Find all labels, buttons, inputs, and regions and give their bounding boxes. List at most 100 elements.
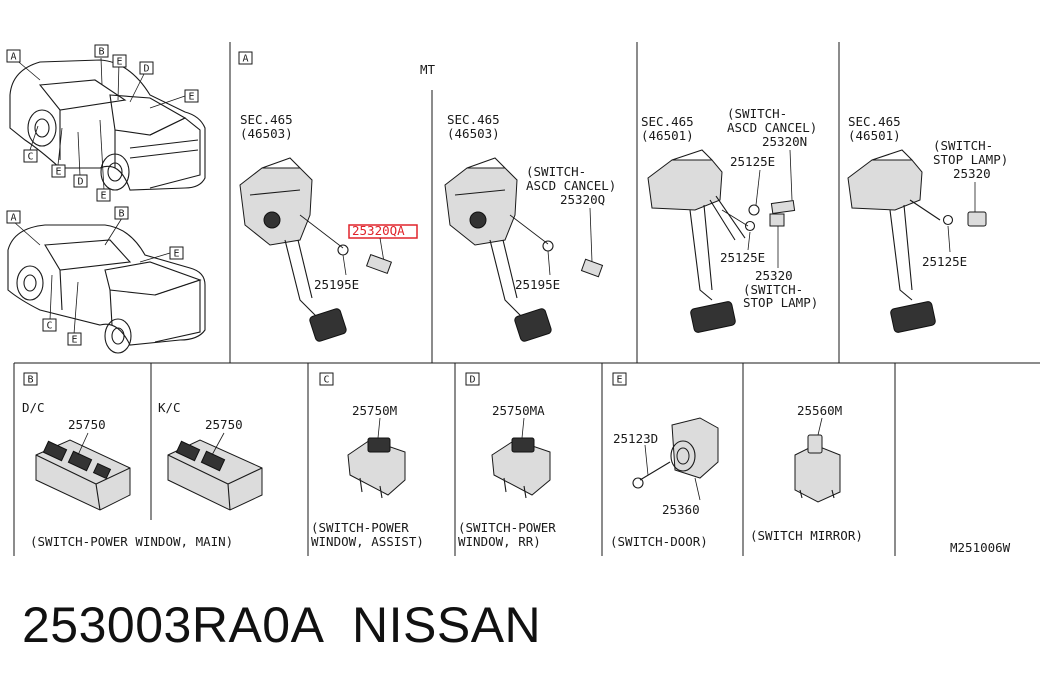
sec-label: SEC.465 [641, 114, 694, 129]
tag-b: B [118, 209, 124, 220]
vehicle-overview-tags-top: A B E D E C E D E [6, 44, 199, 202]
panel-d-part-number: 25750MA [492, 403, 545, 418]
tag-e: E [188, 92, 194, 103]
highlight-box [348, 224, 418, 239]
part-number-title: 253003RA0A [22, 597, 325, 653]
vehicle-overview-king-cab [7, 217, 206, 354]
mt-label: MT [420, 62, 436, 77]
vehicle-overview-tags-bottom: A B E C E [6, 206, 184, 346]
stop-desc-line2: STOP LAMP) [933, 152, 1008, 167]
nut-icon [337, 244, 349, 256]
screw-icon [632, 477, 644, 489]
switch-desc-line1: (SWITCH- [526, 164, 586, 179]
switch-desc-line2: ASCD CANCEL) [526, 178, 616, 193]
stop-part-number: 25320 [755, 268, 793, 283]
tag-b: B [98, 47, 104, 58]
tag-e: E [55, 167, 61, 178]
panel-b-tag: B [27, 375, 33, 386]
switch-icon [769, 213, 785, 227]
nut-part-number: 25125E [922, 254, 967, 269]
sec-ref-label: (46503) [447, 126, 500, 141]
kc-part-number: 25750 [205, 417, 243, 432]
switch-icon [770, 199, 796, 215]
power-window-main-switch-dc [35, 432, 131, 511]
sec-label: SEC.465 [447, 112, 500, 127]
sec-label: SEC.465 [240, 112, 293, 127]
panel-c-tag: C [323, 375, 329, 386]
ascd-desc-line2: ASCD CANCEL) [727, 120, 817, 135]
nut-icon [744, 220, 756, 232]
tag-e: E [100, 191, 106, 202]
ascd-part-number: 25320N [762, 134, 807, 149]
panel-a-left-labels: SEC.465 (46503) 25320QA 25195E [240, 112, 418, 292]
nut-part-number: 25125E [730, 154, 775, 169]
panel-a-tag: A [242, 54, 248, 65]
panel-e-labels: 25123D 25360 (SWITCH-DOOR) [610, 431, 708, 549]
tag-a: A [10, 52, 16, 63]
panel-dividers [13, 42, 1040, 556]
switch-part-number: 25320Q [560, 192, 605, 207]
nut-part-number: 25125E [720, 250, 765, 265]
nut-icon [542, 240, 554, 252]
mirror-part-number: 25560M [797, 403, 842, 418]
dc-label: D/C [22, 400, 45, 415]
clutch-pedal-assembly-right [444, 157, 552, 342]
power-window-rr-switch [491, 417, 551, 499]
tag-d: D [143, 64, 149, 75]
mirror-caption: (SWITCH MIRROR) [750, 528, 863, 543]
panel-c-caption-line2: WINDOW, ASSIST) [311, 534, 424, 549]
panel-mirror-labels: 25560M (SWITCH MIRROR) [750, 403, 863, 543]
panel-d-tag: D [469, 375, 475, 386]
panel-a-right-labels: SEC.465 (46503) (SWITCH- ASCD CANCEL) 25… [447, 112, 616, 292]
panel-c-part-number: 25750M [352, 403, 397, 418]
tag-c: C [27, 152, 33, 163]
tag-e: E [116, 57, 122, 68]
tag-d: D [77, 177, 83, 188]
clutch-pedal-assembly-left [239, 157, 347, 342]
panel-b-labels: D/C 25750 K/C 25750 (SWITCH-POWER WINDOW… [22, 400, 243, 549]
highlight-part-number: 25320QA [352, 223, 405, 238]
stop-desc-line1: (SWITCH- [743, 282, 803, 297]
brake-pedal-assembly-1 [647, 149, 746, 333]
ascd-desc-line1: (SWITCH- [727, 106, 787, 121]
mirror-switch [794, 417, 841, 503]
power-window-assist-switch [347, 417, 406, 499]
screw-part-number: 25123D [613, 431, 658, 446]
panel-d-caption-line1: (SWITCH-POWER [458, 520, 556, 535]
kc-label: K/C [158, 400, 181, 415]
panel-c-caption-line1: (SWITCH-POWER [311, 520, 409, 535]
stop-part-number: 25320 [953, 166, 991, 181]
door-switch-part-number: 25360 [662, 502, 700, 517]
door-switch [632, 417, 719, 501]
panel-d-caption-line2: WINDOW, RR) [458, 534, 541, 549]
panel-d-labels: 25750MA (SWITCH-POWER WINDOW, RR) [458, 403, 556, 549]
nut-part-number: 25195E [314, 277, 359, 292]
tag-c: C [46, 321, 52, 332]
sec-ref-label: (46501) [848, 128, 901, 143]
brake-pedal-assembly-2 [847, 149, 941, 333]
switch-icon [365, 253, 393, 275]
switch-icon [580, 258, 604, 278]
panel-c-labels: 25750M (SWITCH-POWER WINDOW, ASSIST) [311, 403, 424, 549]
tag-e: E [173, 249, 179, 260]
power-window-main-switch-kc [167, 432, 263, 511]
nut-part-number: 25195E [515, 277, 560, 292]
sec-ref-label: (46501) [641, 128, 694, 143]
panel-at2-labels: SEC.465 (46501) (SWITCH- STOP LAMP) 2532… [848, 114, 1008, 269]
nut-icon [942, 214, 954, 226]
panel-b-caption: (SWITCH-POWER WINDOW, MAIN) [30, 534, 233, 549]
sec-ref-label: (46503) [240, 126, 293, 141]
nut-icon [748, 204, 760, 216]
stop-desc-line1: (SWITCH- [933, 138, 993, 153]
tag-e: E [71, 335, 77, 346]
drawing-code: M251006W [950, 540, 1011, 555]
switch-icon [967, 211, 987, 227]
panel-e-tag: E [616, 375, 622, 386]
tag-a: A [10, 213, 16, 224]
panel-at1-labels: SEC.465 (46501) (SWITCH- ASCD CANCEL) 25… [641, 106, 818, 310]
brand-name: NISSAN [352, 597, 542, 653]
vehicle-overview-double-cab [9, 57, 206, 191]
dc-part-number: 25750 [68, 417, 106, 432]
panel-e-caption: (SWITCH-DOOR) [610, 534, 708, 549]
